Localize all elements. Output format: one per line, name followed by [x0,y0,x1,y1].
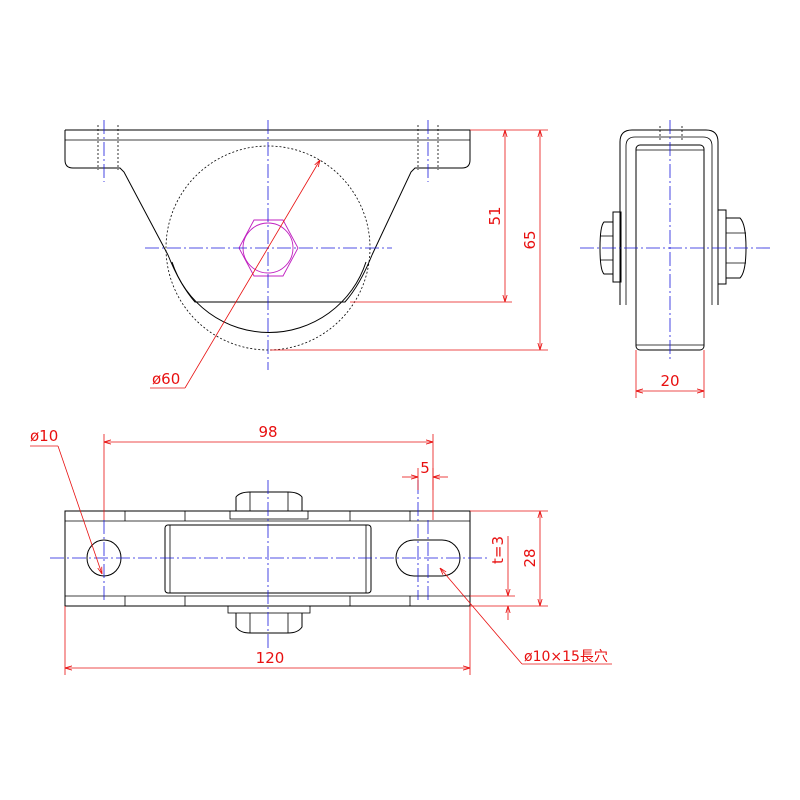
dim-wheel-width: 20 [660,372,679,390]
dim-base-width: 28 [521,548,539,567]
side-bracket [619,129,719,305]
top-nut-upper [235,491,303,511]
dim-wheel-diameter: ø60 [152,370,180,388]
top-view: ø10 98 5 t=3 28 120 ø10×15長穴 [30,423,612,675]
dim-hole-pitch: 98 [258,423,277,441]
dim-hole-diameter: ø10 [30,427,58,445]
dim-slot-width: 5 [420,459,430,477]
dim-plate-thickness: t=3 [489,536,507,564]
dim-axle-height: 51 [486,206,504,225]
front-mounting-plate [64,129,471,256]
top-slot-hole [395,539,461,577]
dim-slot-hole: ø10×15長穴 [524,649,608,665]
front-bracket-pan [167,254,373,303]
side-view: 20 [580,120,770,398]
dim-total-height: 65 [521,230,539,249]
front-view: ø60 51 65 [64,120,548,389]
top-bolt-lower [235,613,303,634]
dim-base-length: 120 [256,649,285,667]
side-bolt-head [599,221,614,275]
front-wheel-arc [171,261,367,333]
